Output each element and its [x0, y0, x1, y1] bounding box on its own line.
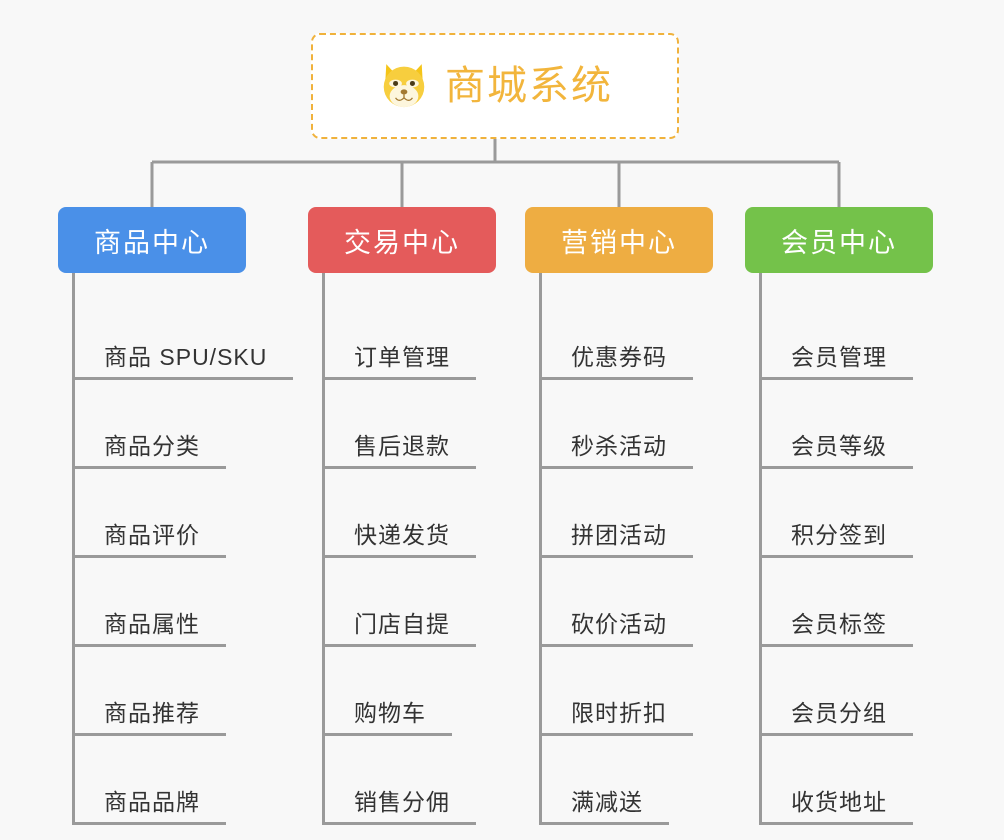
branch-item-label: 拼团活动: [571, 522, 667, 548]
branch-item-underline: 购物车: [322, 700, 452, 736]
shiba-dog-face-icon: [383, 64, 425, 108]
branch-item-underline: 商品品牌: [72, 789, 226, 825]
branch-item-underline: 商品分类: [72, 433, 226, 469]
branch-item-underline: 会员标签: [759, 611, 913, 647]
branch-item[interactable]: 拼团活动: [525, 469, 713, 558]
branch-item[interactable]: 售后退款: [308, 380, 496, 469]
branch-item-label: 购物车: [354, 700, 426, 726]
branch-column-2: 交易中心订单管理售后退款快递发货门店自提购物车销售分佣: [308, 207, 496, 825]
branch-item-label: 商品 SPU/SKU: [104, 344, 268, 370]
branch-column-3: 营销中心优惠券码秒杀活动拼团活动砍价活动限时折扣满减送: [525, 207, 713, 825]
branch-header-label: 商品中心: [94, 227, 210, 258]
branch-item[interactable]: 会员分组: [745, 647, 933, 736]
branch-item-label: 商品评价: [104, 522, 200, 548]
branch-spine: [72, 273, 75, 824]
branch-item-underline: 优惠券码: [539, 344, 693, 380]
branch-item[interactable]: 会员标签: [745, 558, 933, 647]
branch-header-2[interactable]: 交易中心: [308, 207, 496, 273]
branch-item-label: 秒杀活动: [571, 433, 667, 459]
branch-item-label: 快递发货: [354, 522, 450, 548]
branch-item-label: 收货地址: [791, 789, 887, 815]
branch-column-4: 会员中心会员管理会员等级积分签到会员标签会员分组收货地址: [745, 207, 933, 825]
branch-item[interactable]: 购物车: [308, 647, 496, 736]
branch-item-underline: 限时折扣: [539, 700, 693, 736]
branch-item[interactable]: 会员等级: [745, 380, 933, 469]
branch-item-label: 商品推荐: [104, 700, 200, 726]
branch-item-label: 订单管理: [354, 344, 450, 370]
branch-item-list-4: 会员管理会员等级积分签到会员标签会员分组收货地址: [745, 273, 933, 825]
branch-item[interactable]: 秒杀活动: [525, 380, 713, 469]
branch-header-1[interactable]: 商品中心: [58, 207, 246, 273]
branch-item[interactable]: 砍价活动: [525, 558, 713, 647]
branch-item[interactable]: 商品属性: [58, 558, 293, 647]
branch-item[interactable]: 商品分类: [58, 380, 293, 469]
branch-header-label: 营销中心: [561, 227, 677, 258]
branch-spine: [759, 273, 762, 824]
branch-item[interactable]: 商品评价: [58, 469, 293, 558]
branch-item-underline: 拼团活动: [539, 522, 693, 558]
branch-item-label: 商品品牌: [104, 789, 200, 815]
branch-item-label: 积分签到: [791, 522, 887, 548]
branch-item-underline: 积分签到: [759, 522, 913, 558]
branch-item[interactable]: 满减送: [525, 736, 713, 825]
root-title: 商城系统: [445, 64, 613, 108]
branch-item-label: 砍价活动: [571, 611, 667, 637]
branch-item[interactable]: 会员管理: [745, 291, 933, 380]
branch-header-4[interactable]: 会员中心: [745, 207, 933, 273]
root-node[interactable]: 商城系统: [311, 33, 679, 139]
branch-item-underline: 会员管理: [759, 344, 913, 380]
branch-spine: [322, 273, 325, 824]
branch-item-underline: 收货地址: [759, 789, 913, 825]
branch-item-underline: 商品 SPU/SKU: [72, 344, 294, 380]
branch-item-underline: 会员等级: [759, 433, 913, 469]
branch-item-underline: 会员分组: [759, 700, 913, 736]
branch-item-list-2: 订单管理售后退款快递发货门店自提购物车销售分佣: [308, 273, 496, 825]
branch-item[interactable]: 门店自提: [308, 558, 496, 647]
branch-header-3[interactable]: 营销中心: [525, 207, 713, 273]
branch-item-underline: 砍价活动: [539, 611, 693, 647]
branch-item-label: 会员分组: [791, 700, 887, 726]
branch-item[interactable]: 商品推荐: [58, 647, 293, 736]
branch-spine: [539, 273, 542, 824]
branch-item[interactable]: 优惠券码: [525, 291, 713, 380]
branch-item-label: 商品属性: [104, 611, 200, 637]
branch-item-label: 满减送: [571, 789, 643, 815]
branch-item-underline: 满减送: [539, 789, 669, 825]
branch-item-underline: 商品属性: [72, 611, 226, 647]
branch-item-underline: 订单管理: [322, 344, 476, 380]
branch-item[interactable]: 销售分佣: [308, 736, 496, 825]
branch-item[interactable]: 商品品牌: [58, 736, 293, 825]
branch-header-label: 交易中心: [344, 227, 460, 258]
branch-header-label: 会员中心: [781, 227, 897, 258]
branch-item-label: 销售分佣: [354, 789, 450, 815]
branch-item[interactable]: 商品 SPU/SKU: [58, 291, 294, 380]
branch-item-label: 售后退款: [354, 433, 450, 459]
branch-item-label: 优惠券码: [571, 344, 667, 370]
branch-item-label: 门店自提: [354, 611, 450, 637]
branch-item-label: 会员等级: [791, 433, 887, 459]
branch-item-list-1: 商品 SPU/SKU 商品分类商品评价商品属性商品推荐商品品牌: [58, 273, 294, 825]
branch-item-underline: 快递发货: [322, 522, 476, 558]
branch-item-list-3: 优惠券码秒杀活动拼团活动砍价活动限时折扣满减送: [525, 273, 713, 825]
branch-item[interactable]: 积分签到: [745, 469, 933, 558]
branch-item-underline: 秒杀活动: [539, 433, 693, 469]
branch-item-underline: 商品推荐: [72, 700, 226, 736]
branch-item-label: 限时折扣: [571, 700, 667, 726]
branch-item[interactable]: 订单管理: [308, 291, 496, 380]
branch-item-underline: 销售分佣: [322, 789, 476, 825]
branch-column-1: 商品中心商品 SPU/SKU 商品分类商品评价商品属性商品推荐商品品牌: [58, 207, 294, 825]
branch-item[interactable]: 限时折扣: [525, 647, 713, 736]
branch-item-label: 会员标签: [791, 611, 887, 637]
branch-item-underline: 售后退款: [322, 433, 476, 469]
branch-item[interactable]: 快递发货: [308, 469, 496, 558]
branch-item[interactable]: 收货地址: [745, 736, 933, 825]
branch-item-underline: 门店自提: [322, 611, 476, 647]
branch-item-label: 商品分类: [104, 433, 200, 459]
branch-item-label: 会员管理: [791, 344, 887, 370]
branch-item-underline: 商品评价: [72, 522, 226, 558]
